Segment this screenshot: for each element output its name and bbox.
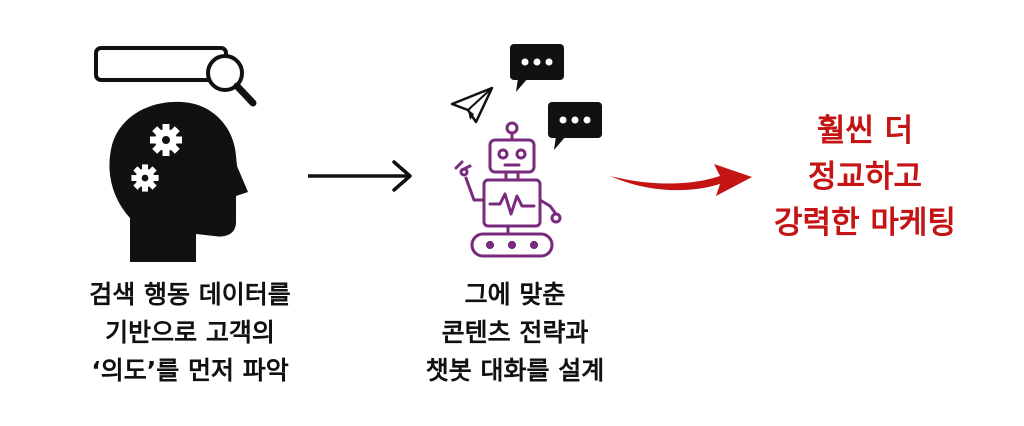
step-2-caption: 그에 맞춘 콘텐츠 전략과 챗봇 대화를 설계: [350, 276, 680, 390]
result-line: 훨씬 더: [816, 113, 914, 149]
step-1-caption: 검색 행동 데이터를 기반으로 고객의 ‘의도’를 먼저 파악: [40, 276, 340, 390]
head-with-gears-icon: [109, 101, 248, 263]
search-bar-icon: [94, 46, 257, 107]
caption-line: ‘의도’를 먼저 파악: [91, 356, 289, 385]
result-caption: 훨씬 더 정교하고 강력한 마케팅: [740, 108, 990, 246]
caption-line: 그에 맞춘: [464, 280, 566, 309]
flow-arrow: [308, 160, 412, 192]
robot-icon: [454, 121, 562, 258]
caption-line: 챗봇 대화를 설계: [425, 356, 605, 385]
result-line: 정교하고: [807, 159, 923, 195]
chat-bubble-icon: [510, 44, 564, 92]
caption-line: 콘텐츠 전략과: [441, 318, 589, 347]
caption-line: 기반으로 고객의: [105, 318, 275, 347]
result-line: 강력한 마케팅: [774, 205, 956, 241]
chat-bubble-icon: [548, 102, 602, 150]
paper-plane-icon: [450, 86, 494, 124]
result-arrow: [610, 164, 752, 196]
caption-line: 검색 행동 데이터를: [89, 280, 291, 309]
